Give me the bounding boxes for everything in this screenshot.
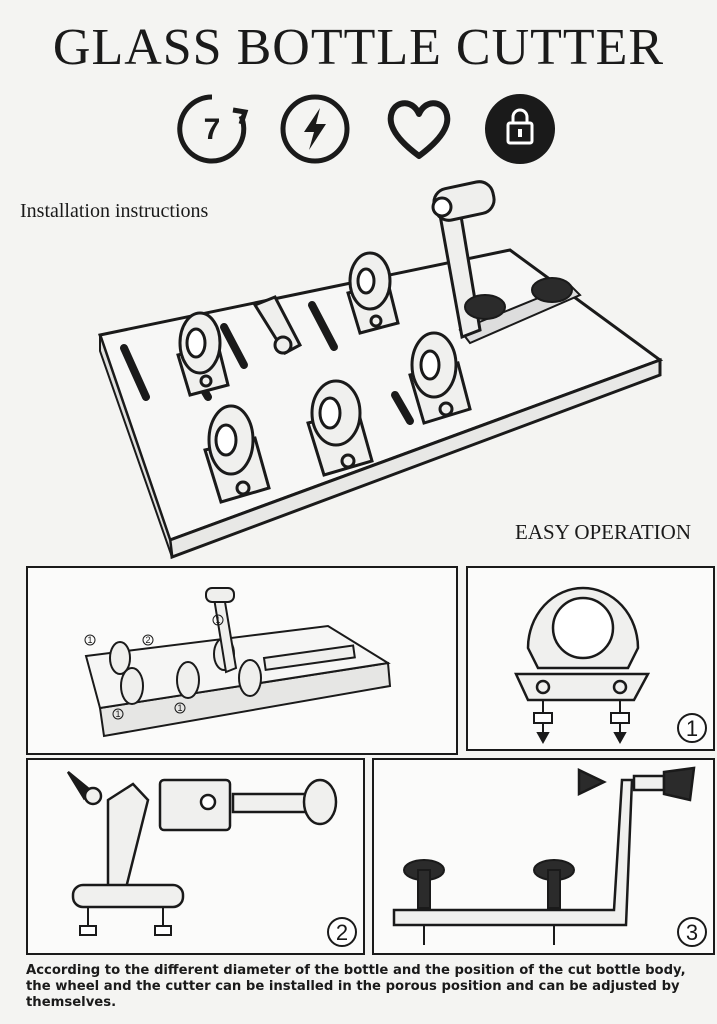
callout-1a: 1 [87, 635, 92, 645]
step-3-panel: 3 [372, 758, 715, 955]
step-2-panel: 2 [26, 758, 365, 955]
installation-heading: Installation instructions [20, 200, 209, 222]
callout-1d: 1 [177, 703, 182, 713]
feature-icon-row: 7 [170, 92, 570, 166]
heart-icon [382, 92, 456, 166]
exploded-view-panel: 1 2 1 1 1 [26, 566, 458, 755]
step-1-panel: 1 [466, 566, 715, 751]
page-title: GLASS BOTTLE CUTTER [52, 19, 665, 76]
lock-icon [483, 92, 557, 166]
cutter-assembly-illustration [90, 165, 670, 565]
lightning-icon [278, 92, 352, 166]
return-days-label: 7 [204, 113, 221, 146]
callout-1b: 1 [215, 615, 220, 625]
footer-instructions: According to the different diameter of t… [26, 963, 686, 1010]
callout-2: 2 [145, 635, 150, 645]
callout-1c: 1 [115, 709, 120, 719]
easy-operation-heading: EASY OPERATION [515, 520, 691, 544]
step-3-number: 3 [677, 917, 707, 947]
step-2-number: 2 [327, 917, 357, 947]
seven-day-return-icon: 7 [175, 92, 249, 166]
step-1-number: 1 [677, 713, 707, 743]
